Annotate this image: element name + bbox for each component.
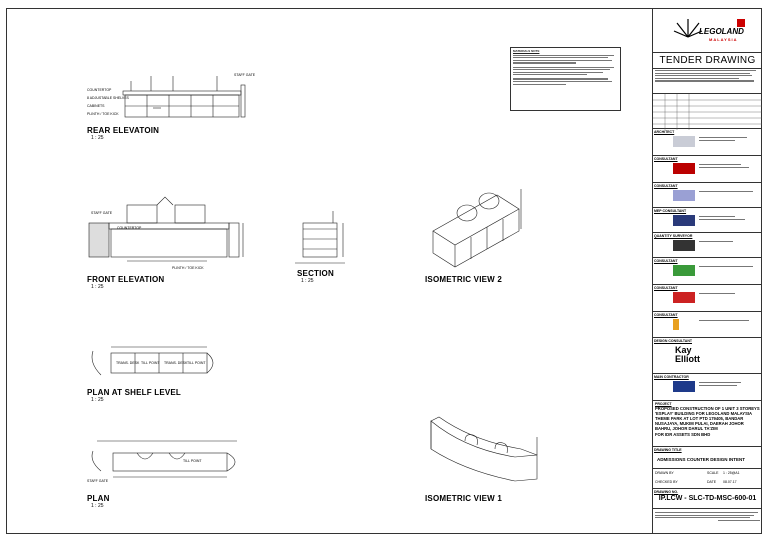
drawing-number-box: DRAWING NO. IP.LCW - SLC-TD-MSC-600-01 <box>653 489 762 509</box>
shelf-label-4: TILL POINT <box>187 361 206 365</box>
footer-notes <box>655 512 760 522</box>
tb-section-design-consultant: DESIGN CONSULTANT Kay Elliott <box>653 338 762 374</box>
section-drawing <box>295 211 345 264</box>
sunburst-icon <box>673 19 703 38</box>
drawing-number: IP.LCW - SLC-TD-MSC-600-01 <box>658 495 757 502</box>
isometric-view-2-drawing <box>432 189 522 268</box>
tb-section-consultant-1: CONSULTANT <box>653 156 762 183</box>
tb-section-consultant-3: CONSULTANT <box>653 258 762 285</box>
drawing-area: REAR ELEVATOIN 1 : 25 STAFF GATE COUNTER… <box>7 9 650 533</box>
drawing-title-box: DRAWING TITLE ADMISSIONS COUNTER DESIGN … <box>653 447 762 469</box>
drawing-sheet: REAR ELEVATOIN 1 : 25 STAFF GATE COUNTER… <box>6 8 762 534</box>
plan-shelf-level-drawing <box>91 346 214 376</box>
rear-plinth-label: PLINTH / TOE KICK <box>87 112 119 116</box>
tb-section-qs: QUANTITY SURVEYOR <box>653 233 762 258</box>
tb-section-consultant-2: CONSULTANT <box>653 183 762 208</box>
rear-staff-gate-label: STAFF GATE <box>234 73 256 77</box>
plan-shelf-level-scale: 1 : 25 <box>91 397 104 403</box>
shelf-label-2: TILL POINT <box>141 361 160 365</box>
plan-title: PLAN <box>87 494 110 503</box>
front-staff-gate-label: STAFF GATE <box>91 211 113 215</box>
plan-drawing <box>91 440 237 478</box>
tb-section-consultant-4: CONSULTANT <box>653 285 762 312</box>
tender-drawing-label: TENDER DRAWING <box>653 53 762 69</box>
project-description: PROPOSED CONSTRUCTION OF 1 UNIT 3 STOREY… <box>655 406 760 431</box>
legoland-logo-subtext: MALAYSIA <box>709 37 738 42</box>
tb-section-consultant-5: CONSULTANT <box>653 312 762 338</box>
rear-elevation-scale: 1 : 25 <box>91 135 104 141</box>
materials-note-box: MATERIALS NOTE <box>510 47 621 111</box>
isometric-view-2-title: ISOMETRIC VIEW 2 <box>425 275 502 284</box>
rear-cabinets-label: CABINETS <box>87 104 105 108</box>
project-info: PROJECT PROPOSED CONSTRUCTION OF 1 UNIT … <box>653 401 762 447</box>
rear-shelves-label: 8 ADJUSTABLE SHELVES <box>87 96 129 100</box>
isometric-view-1-title: ISOMETRIC VIEW 1 <box>425 494 502 503</box>
isometric-view-1-drawing <box>430 416 538 482</box>
logo-red-block <box>737 19 745 27</box>
tb-section-main-contractor: MAIN CONTRACTOR <box>653 374 762 401</box>
plan-shelf-level-title: PLAN AT SHELF LEVEL <box>87 388 182 397</box>
shelf-label-3: TRANS. DESK <box>164 361 188 365</box>
revision-table <box>653 93 762 130</box>
section-title: SECTION <box>297 269 334 278</box>
front-elevation-title: FRONT ELEVATION <box>87 275 165 284</box>
kay-elliott-logo: Kay Elliott <box>675 345 700 364</box>
front-countertop-label: COUNTERTOP <box>117 226 142 230</box>
title-block: LEGOLAND MALAYSIA TENDER DRAWING ARCHI <box>652 9 762 533</box>
drawing-meta: DRAWN BY SCALE 1 : 25@A1 CHECKED BY DATE… <box>653 469 762 489</box>
legoland-logo-text: LEGOLAND <box>699 27 744 36</box>
rear-elevation-drawing <box>122 76 246 118</box>
section-scale: 1 : 25 <box>301 278 314 284</box>
tb-section-mep: MEP CONSULTANT <box>653 208 762 233</box>
plan-till-label: TILL POINT <box>183 459 202 463</box>
plan-staff-gate-label: STAFF GATE <box>87 479 109 483</box>
rear-countertop-label: COUNTERTOP <box>87 88 112 92</box>
client-name: FOR IDR ASSETS SDN BHD <box>655 432 711 437</box>
drawing-title: ADMISSIONS COUNTER DESIGN INTENT <box>657 457 746 462</box>
legoland-logo: LEGOLAND MALAYSIA <box>653 9 762 53</box>
front-elevation-drawing <box>88 196 244 262</box>
tb-section-architect: ARCHITECT <box>653 129 762 156</box>
general-notes <box>655 70 760 92</box>
shelf-label-1: TRANS. DESK <box>116 361 140 365</box>
front-elevation-scale: 1 : 25 <box>91 284 104 290</box>
front-plinth-label: PLINTH / TOE KICK <box>172 266 204 270</box>
materials-note-title: MATERIALS NOTE <box>513 49 540 53</box>
plan-scale: 1 : 25 <box>91 503 104 509</box>
rear-elevation-title: REAR ELEVATOIN <box>87 126 160 135</box>
